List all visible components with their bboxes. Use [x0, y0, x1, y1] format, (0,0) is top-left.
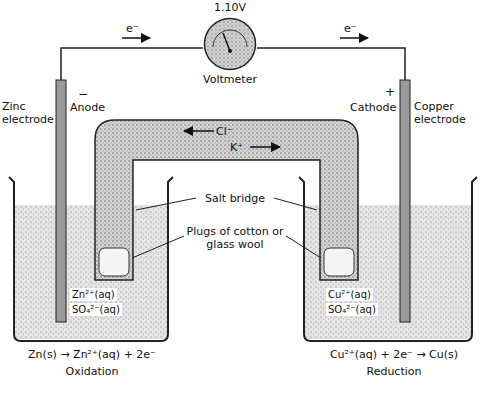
half-reaction: Zn(s) → Zn²⁺(aq) + 2e⁻	[4, 348, 180, 361]
part-label: Plugs of cotton or glass wool	[185, 225, 285, 251]
half-reaction: Cu²⁺(aq) + 2e⁻ → Cu(s)	[296, 348, 492, 361]
electron-arrow	[122, 37, 150, 39]
electrode-name: Copper electrode	[414, 100, 478, 126]
voltmeter: 1.10VVoltmeter	[203, 17, 257, 71]
zinc-sulfate-solution	[15, 205, 167, 339]
instrument-name: Voltmeter	[203, 73, 257, 86]
ion-arrow	[250, 146, 280, 148]
zinc-electrode	[56, 80, 66, 322]
leader-line	[136, 198, 196, 210]
voltage-reading: 1.10V	[214, 1, 246, 14]
ion-label: Cl⁻	[216, 125, 233, 138]
leader-line	[132, 236, 184, 258]
electrode-name: Zinc electrode	[2, 100, 54, 126]
copper-electrode	[400, 80, 410, 322]
reaction-type: Oxidation	[4, 365, 180, 378]
wire	[61, 48, 203, 80]
ion-arrow	[184, 130, 214, 132]
leader-line	[274, 198, 317, 210]
ion-label: K⁺	[230, 141, 243, 154]
ion-label: Zn²⁺(aq)	[70, 288, 117, 301]
cotton-plug	[99, 248, 129, 276]
reaction-type: Reduction	[296, 365, 492, 378]
part-label: Salt bridge	[185, 192, 285, 205]
voltmeter-dial	[203, 17, 257, 71]
cotton-plug	[324, 248, 354, 276]
electron-label: e⁻	[126, 22, 139, 35]
leader-line	[286, 236, 321, 258]
polarity-sign: +	[385, 86, 395, 99]
ion-label: SO₄²⁻(aq)	[326, 303, 378, 316]
ion-label: Cu²⁺(aq)	[326, 288, 373, 301]
polarity-sign: −	[78, 88, 88, 101]
left-beaker	[9, 177, 173, 341]
electron-label: e⁻	[344, 22, 357, 35]
electrode-role: Anode	[70, 101, 105, 114]
salt-bridge-tube	[95, 120, 358, 280]
wire	[257, 48, 405, 80]
ion-label: SO₄²⁻(aq)	[70, 303, 122, 316]
electrode-role: Cathode	[350, 101, 396, 114]
electron-arrow	[340, 37, 368, 39]
